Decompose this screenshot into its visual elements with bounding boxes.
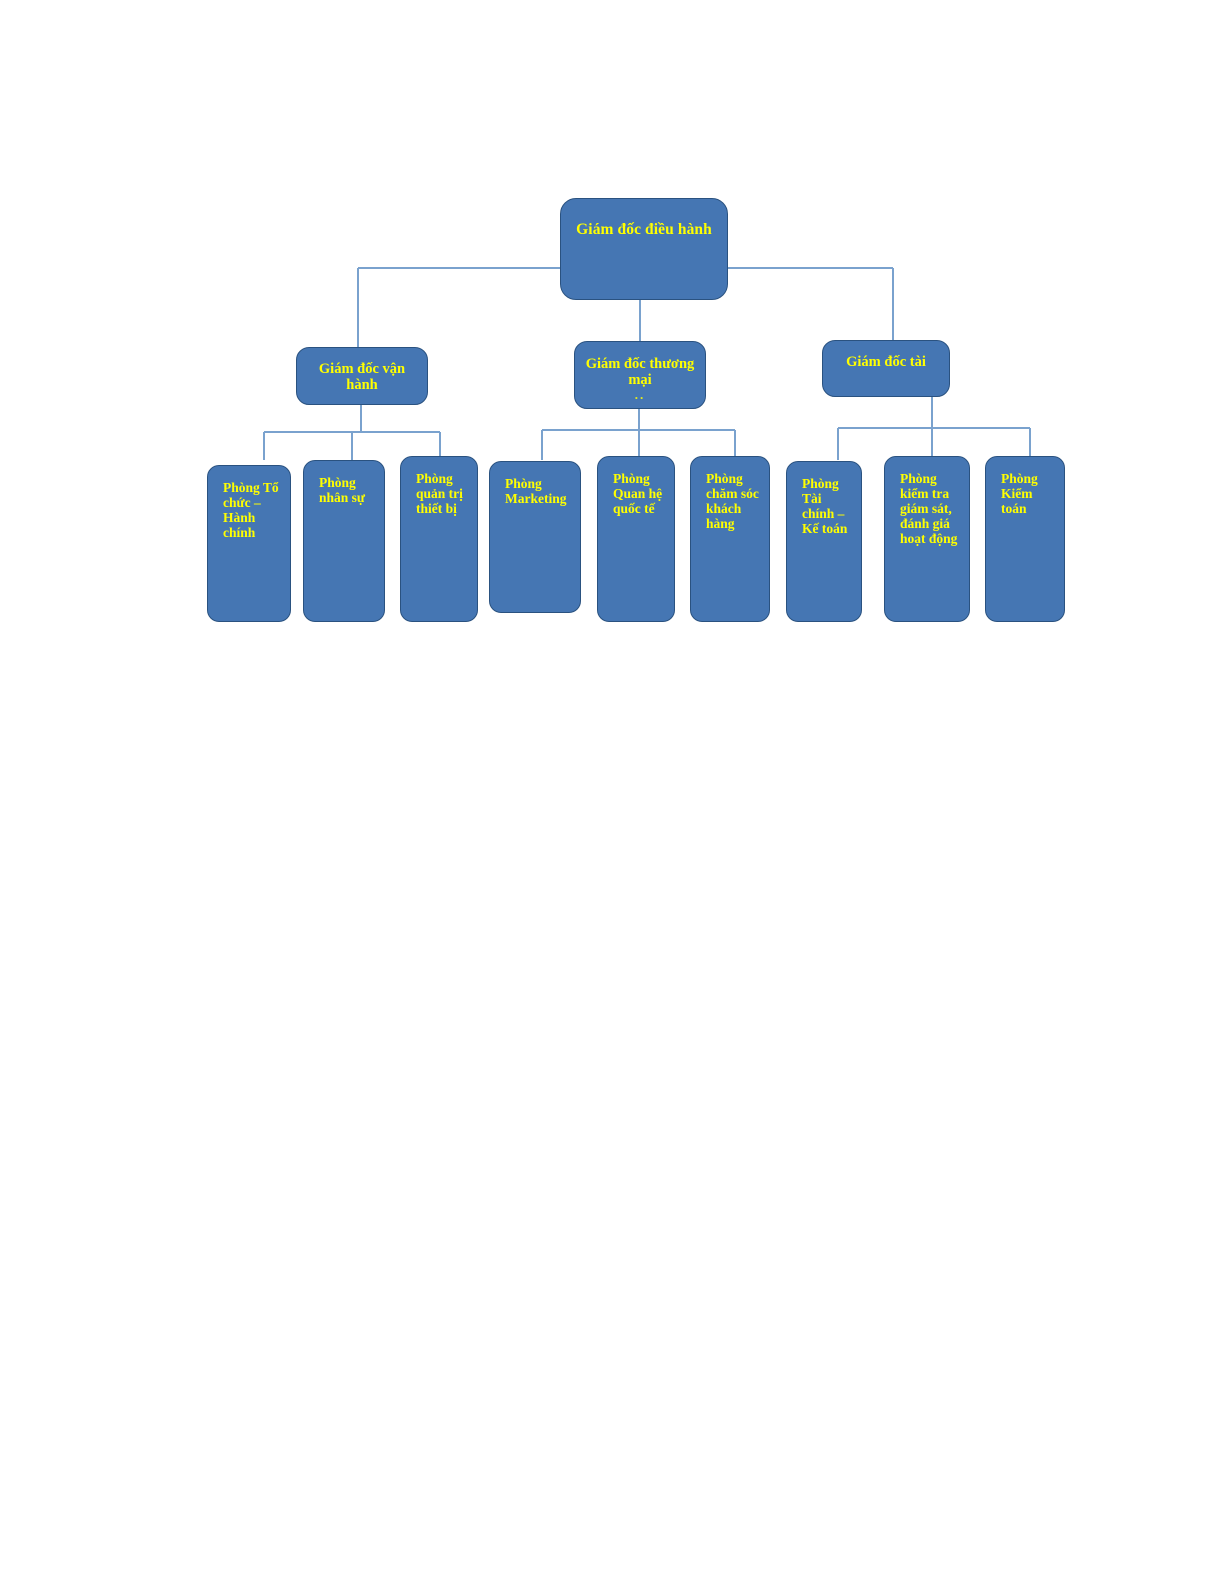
node-leaf-to-chuc-hanh-chinh[interactable]: Phòng Tổ chức – Hành chính xyxy=(207,465,291,622)
node-l2-finance[interactable]: Giám đốc tài xyxy=(822,340,950,397)
node-label: Phòng Kiểm toán xyxy=(1001,471,1038,517)
node-label: Phòng Tổ chức – Hành chính xyxy=(223,480,279,541)
node-label: Giám đốc điều hành xyxy=(576,221,712,238)
node-label: Phòng Tài chính – Kế toán xyxy=(802,476,848,537)
node-label: Phòng quản trị thiết bị xyxy=(416,471,463,517)
node-label-overflow: .. xyxy=(634,387,646,403)
node-label: Phòng kiểm tra giám sát, đánh giá hoạt đ… xyxy=(900,471,958,547)
node-label: Giám đốc tài xyxy=(846,354,926,370)
node-label: Phòng nhân sự xyxy=(319,475,366,506)
node-leaf-quan-tri-thiet-bi[interactable]: Phòng quản trị thiết bị xyxy=(400,456,478,622)
node-leaf-kiem-toan[interactable]: Phòng Kiểm toán xyxy=(985,456,1065,622)
node-label: Phòng chăm sóc khách hàng xyxy=(706,471,759,532)
node-root-ceo[interactable]: Giám đốc điều hành xyxy=(560,198,728,300)
node-label: Giám đốc vận hành xyxy=(318,361,406,394)
node-leaf-tai-chinh-ke-toan[interactable]: Phòng Tài chính – Kế toán xyxy=(786,461,862,622)
node-leaf-marketing[interactable]: Phòng Marketing xyxy=(489,461,581,613)
node-label: Giám đốc thương mại xyxy=(585,356,695,389)
node-leaf-kiem-tra-giam-sat[interactable]: Phòng kiểm tra giám sát, đánh giá hoạt đ… xyxy=(884,456,970,622)
node-l2-commercial[interactable]: Giám đốc thương mại .. xyxy=(574,341,706,409)
node-label: Phòng Quan hệ quốc tế xyxy=(613,471,663,517)
node-leaf-quan-he-quoc-te[interactable]: Phòng Quan hệ quốc tế xyxy=(597,456,675,622)
node-leaf-nhan-su[interactable]: Phòng nhân sự xyxy=(303,460,385,622)
node-leaf-cham-soc-khach-hang[interactable]: Phòng chăm sóc khách hàng xyxy=(690,456,770,622)
node-label: Phòng Marketing xyxy=(505,476,567,507)
node-l2-operations[interactable]: Giám đốc vận hành xyxy=(296,347,428,405)
